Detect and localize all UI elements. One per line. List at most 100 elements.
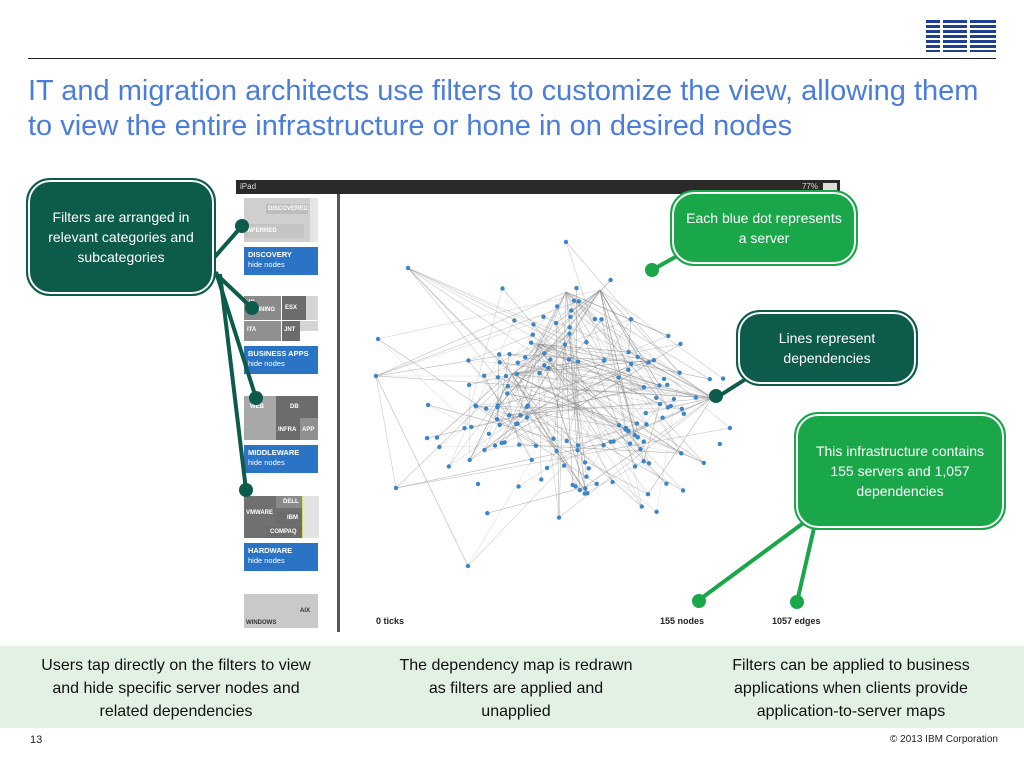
server-node[interactable] bbox=[467, 457, 472, 463]
server-node[interactable] bbox=[635, 435, 640, 440]
server-node[interactable] bbox=[555, 304, 560, 309]
business-apps-filter-button[interactable]: BUSINESS APPS hide nodes bbox=[244, 346, 318, 374]
server-node[interactable] bbox=[556, 515, 562, 520]
server-node[interactable] bbox=[638, 447, 643, 452]
filter-tile-business-small[interactable] bbox=[300, 321, 318, 331]
server-node[interactable] bbox=[544, 465, 550, 471]
server-node[interactable] bbox=[570, 482, 575, 488]
server-node[interactable] bbox=[554, 448, 559, 454]
server-node[interactable] bbox=[626, 367, 631, 372]
server-node[interactable] bbox=[567, 325, 572, 330]
server-node[interactable] bbox=[720, 376, 726, 381]
server-node[interactable] bbox=[424, 435, 430, 441]
server-node[interactable] bbox=[641, 385, 647, 390]
server-node[interactable] bbox=[551, 436, 556, 441]
server-node[interactable] bbox=[632, 464, 638, 469]
filter-tile-ibm[interactable]: IBM bbox=[276, 512, 302, 524]
server-node[interactable] bbox=[616, 375, 621, 380]
server-node[interactable] bbox=[594, 481, 599, 486]
server-node[interactable] bbox=[584, 340, 589, 345]
server-node[interactable] bbox=[566, 357, 571, 362]
server-node[interactable] bbox=[563, 239, 569, 245]
server-node[interactable] bbox=[485, 511, 490, 516]
server-node[interactable] bbox=[654, 509, 659, 514]
server-node[interactable] bbox=[576, 359, 581, 364]
server-node[interactable] bbox=[531, 322, 536, 327]
server-node[interactable] bbox=[462, 426, 467, 431]
server-node[interactable] bbox=[679, 406, 685, 411]
server-node[interactable] bbox=[657, 383, 662, 388]
server-node[interactable] bbox=[634, 421, 640, 426]
server-node[interactable] bbox=[542, 351, 547, 356]
server-node[interactable] bbox=[602, 357, 607, 363]
server-node[interactable] bbox=[497, 360, 502, 365]
server-node[interactable] bbox=[515, 421, 520, 426]
filter-tile-windows[interactable]: AIX WINDOWS bbox=[244, 594, 318, 628]
server-node[interactable] bbox=[568, 314, 573, 319]
server-node[interactable] bbox=[539, 477, 544, 482]
server-node[interactable] bbox=[562, 342, 568, 347]
server-node[interactable] bbox=[494, 417, 500, 422]
server-node[interactable] bbox=[466, 358, 471, 363]
server-node[interactable] bbox=[437, 444, 442, 450]
server-node[interactable] bbox=[503, 373, 509, 379]
server-node[interactable] bbox=[680, 488, 686, 493]
server-node[interactable] bbox=[599, 317, 604, 322]
server-node[interactable] bbox=[628, 317, 634, 322]
server-node[interactable] bbox=[434, 435, 440, 440]
server-node[interactable] bbox=[577, 487, 582, 493]
server-node[interactable] bbox=[495, 403, 500, 408]
server-node[interactable] bbox=[497, 352, 502, 357]
server-node[interactable] bbox=[548, 357, 553, 362]
filter-tile-hardware-side[interactable] bbox=[302, 496, 319, 538]
server-node[interactable] bbox=[482, 447, 487, 453]
filter-tile-compaq[interactable]: COMPAQ bbox=[266, 526, 302, 538]
server-node[interactable] bbox=[645, 492, 651, 497]
server-node[interactable] bbox=[651, 358, 657, 363]
server-node[interactable] bbox=[627, 441, 633, 446]
filter-tile-db[interactable]: DB bbox=[276, 396, 318, 418]
server-node[interactable] bbox=[499, 440, 504, 446]
server-node[interactable] bbox=[626, 349, 631, 355]
server-node[interactable] bbox=[610, 479, 615, 485]
server-node[interactable] bbox=[727, 425, 733, 431]
server-node[interactable] bbox=[668, 403, 673, 409]
filter-tile-dell[interactable]: DELL bbox=[276, 496, 302, 508]
server-node[interactable] bbox=[497, 422, 502, 428]
server-node[interactable] bbox=[701, 460, 706, 466]
server-node[interactable] bbox=[523, 355, 528, 360]
filter-tile-web[interactable]: WEB bbox=[244, 396, 276, 440]
server-node[interactable] bbox=[517, 442, 522, 447]
server-node[interactable] bbox=[616, 423, 622, 428]
server-node[interactable] bbox=[425, 402, 431, 408]
server-node[interactable] bbox=[533, 443, 539, 448]
server-node[interactable] bbox=[571, 298, 577, 303]
filter-tile-jnt[interactable]: JNT bbox=[282, 321, 300, 341]
server-node[interactable] bbox=[542, 363, 547, 368]
dependency-map[interactable]: 0 ticks 155 nodes 1057 edges bbox=[340, 194, 840, 632]
server-node[interactable] bbox=[469, 424, 474, 430]
filter-tile-discovery-side[interactable] bbox=[310, 198, 318, 242]
server-node[interactable] bbox=[524, 404, 529, 410]
server-node[interactable] bbox=[660, 415, 665, 420]
filter-tile-infra[interactable]: INFRA bbox=[276, 418, 300, 440]
filter-tile-ita[interactable]: ITA bbox=[244, 321, 281, 341]
server-node[interactable] bbox=[569, 308, 574, 313]
server-node[interactable] bbox=[717, 441, 722, 447]
server-node[interactable] bbox=[465, 563, 471, 569]
server-node[interactable] bbox=[507, 413, 512, 418]
server-node[interactable] bbox=[564, 438, 569, 444]
server-node[interactable] bbox=[375, 336, 381, 342]
server-node[interactable] bbox=[524, 415, 530, 420]
server-node[interactable] bbox=[575, 448, 580, 453]
server-node[interactable] bbox=[641, 439, 646, 444]
server-node[interactable] bbox=[629, 361, 634, 367]
server-node[interactable] bbox=[482, 373, 487, 378]
server-node[interactable] bbox=[505, 391, 510, 396]
server-node[interactable] bbox=[671, 396, 677, 402]
middleware-filter-button[interactable]: MIDDLEWARE hide nodes bbox=[244, 445, 318, 473]
server-node[interactable] bbox=[393, 485, 399, 491]
filter-tile-esx[interactable]: ESX bbox=[282, 296, 306, 320]
server-node[interactable] bbox=[553, 320, 559, 326]
server-node[interactable] bbox=[666, 333, 671, 339]
